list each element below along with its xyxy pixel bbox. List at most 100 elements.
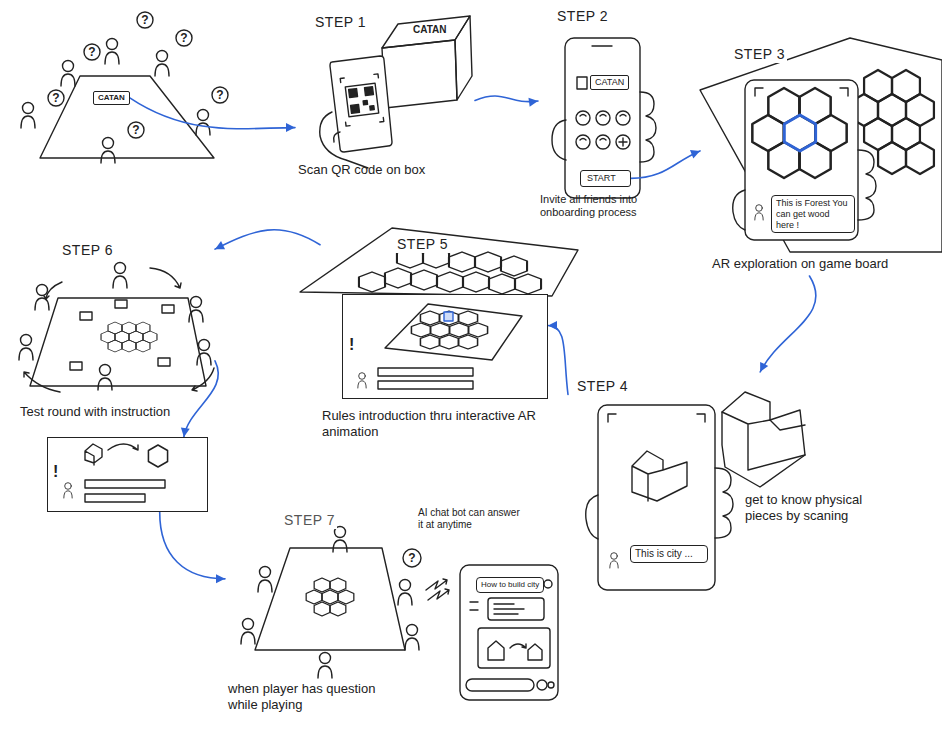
step4-illustration-part <box>610 553 618 568</box>
step6-illustration-part-part <box>122 340 136 352</box>
intro-table-scene-part <box>128 122 144 138</box>
step4-illustration-part <box>608 414 705 422</box>
step-heading: STEP 7 <box>282 512 337 529</box>
step3-illustration-part-part <box>755 205 763 220</box>
step6-illustration-part <box>24 372 60 392</box>
step5-illustration-part-part <box>439 335 458 349</box>
app-header: CATAN <box>590 75 629 90</box>
step7-illustration-part-part <box>314 578 330 592</box>
arrow-head <box>528 98 538 107</box>
step7-illustration-part <box>544 580 552 588</box>
step1-illustration <box>320 16 472 168</box>
step5-illustration-part <box>378 368 473 376</box>
step1-illustration-part <box>455 16 472 100</box>
arrow-head <box>548 321 557 330</box>
step1-illustration-part <box>382 40 457 108</box>
step5-illustration-part-part <box>475 252 501 272</box>
flow-arrow <box>631 151 700 178</box>
step1-illustration-part-part <box>345 83 378 116</box>
step-caption: Test round with instruction <box>20 404 210 420</box>
intro-table-scene-part <box>176 30 192 46</box>
step7-illustration-part <box>330 602 346 616</box>
intro-table-scene-part <box>155 51 169 77</box>
step1-illustration-part-part <box>365 87 374 96</box>
node-text: How to build city <box>481 580 539 590</box>
flow-arrow <box>215 230 320 249</box>
step5-illustration-part <box>411 270 437 290</box>
step3-illustration-part-part <box>878 142 906 174</box>
speech-bubble: This is city ... <box>630 545 708 563</box>
node-text: CATAN <box>98 93 125 103</box>
step5-illustration-part <box>358 373 366 388</box>
step6-screen-illustration-part <box>85 494 145 502</box>
intro-table-scene-part <box>137 12 153 28</box>
step-panel: STEP 5Rules introduction thru interactiv… <box>320 232 553 445</box>
step1-illustration-part <box>334 132 340 142</box>
step7-illustration-part <box>426 579 447 590</box>
step-heading: STEP 5 <box>395 236 450 253</box>
step-heading: STEP 6 <box>60 242 115 259</box>
step7-illustration-part-part <box>330 578 346 592</box>
step1-illustration-part-part <box>370 106 374 110</box>
step4-illustration-part <box>586 495 598 539</box>
step5-illustration-part-part <box>437 272 463 292</box>
question-mark: ? <box>408 551 415 565</box>
intro-table-scene-part <box>48 90 64 106</box>
step2-illustration-part <box>577 77 587 89</box>
arrow-head <box>216 574 225 583</box>
question-mark: ? <box>216 88 223 102</box>
step7-illustration-part <box>488 598 544 620</box>
step5-illustration-part-part <box>501 256 527 276</box>
step3-illustration-part <box>733 190 745 230</box>
step5-illustration-part-part <box>458 335 477 349</box>
step5-illustration-part-part <box>411 323 430 337</box>
step5-illustration-part-part <box>420 311 439 325</box>
step1-illustration-part-part <box>363 100 367 104</box>
step-caption: ! <box>53 462 58 481</box>
step6-illustration-part <box>150 268 181 288</box>
step7-illustration-part <box>314 578 330 592</box>
step-heading: STEP 3 <box>732 46 787 63</box>
step7-illustration-part <box>398 580 412 606</box>
step7-illustration-part <box>322 590 338 604</box>
step5-illustration-part <box>420 335 439 349</box>
step7-illustration-part-part <box>322 590 338 604</box>
step5-illustration-part <box>515 274 541 294</box>
step5-illustration-part <box>468 323 487 337</box>
step7-illustration-part <box>314 602 330 616</box>
question-mark: ? <box>141 13 148 27</box>
step5-illustration-part <box>458 335 477 349</box>
step6-illustration-part <box>44 282 62 299</box>
step5-illustration-part-part <box>359 272 385 292</box>
step5-illustration-part-part <box>439 311 458 325</box>
step5-illustration-part <box>458 311 477 325</box>
step4-illustration <box>586 392 805 590</box>
flow-arrow <box>760 276 816 372</box>
step-panel: STEP 2Invite all friends into onboarding… <box>538 5 661 245</box>
step-panel: STEP 4get to know physical pieces by sca… <box>568 372 883 597</box>
step5-illustration-part <box>385 304 522 360</box>
step5-illustration-part <box>385 268 411 288</box>
intro-table-scene-part <box>84 44 100 60</box>
callout-note: AI chat bot can answer it at anytime <box>418 507 526 531</box>
step-heading: STEP 2 <box>555 8 610 25</box>
step5-illustration-part <box>475 252 501 272</box>
step6-screen-illustration-part <box>108 444 138 450</box>
step4-illustration-part <box>715 468 733 538</box>
step3-illustration <box>700 38 942 252</box>
step1-illustration-part <box>330 56 392 152</box>
step1-illustration-part-part <box>351 104 360 113</box>
step2-illustration-part <box>552 120 566 160</box>
step5-illustration-part <box>439 335 458 349</box>
step5-illustration-part-part <box>449 323 468 337</box>
step2-illustration-part <box>576 135 590 149</box>
step5-illustration-part <box>359 272 385 292</box>
arrow-head <box>690 150 700 158</box>
step5-illustration-part-part <box>430 323 449 337</box>
step4-illustration-part <box>722 412 805 470</box>
step7-illustration-part <box>405 625 419 651</box>
step7-illustration-part <box>548 682 554 688</box>
step-caption: ! <box>349 335 354 354</box>
node-text: This is city ... <box>635 548 703 560</box>
step-caption: Scan QR code on box <box>298 162 468 178</box>
